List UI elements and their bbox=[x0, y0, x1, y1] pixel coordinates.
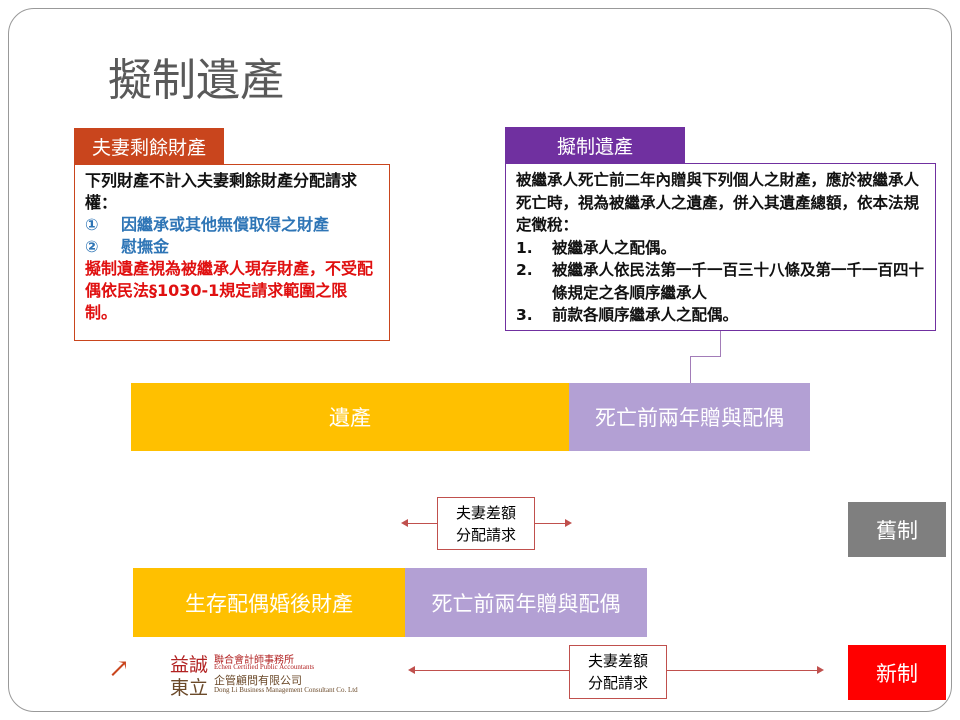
spouse-property-bar: 生存配偶婚後財產 bbox=[133, 568, 405, 637]
gift-spouse-bar: 死亡前兩年贈與配偶 bbox=[405, 568, 647, 637]
logo-text: 企管顧問有限公司 bbox=[214, 674, 302, 687]
right-intro: 被繼承人死亡前二年內贈與下列個人之財產，應於被繼承人死亡時，視為被繼承人之遺產，… bbox=[516, 171, 920, 234]
connector-line bbox=[720, 331, 721, 357]
logo-text: 聯合會計師事務所 bbox=[214, 655, 294, 666]
company-logo: ↗ 益誠 東立 聯合會計師事務所 Echen Certified Public … bbox=[106, 648, 396, 699]
logo-name: 益誠 bbox=[170, 654, 209, 676]
item-mark: 3. bbox=[516, 306, 533, 324]
gift-spouse-bar: 死亡前兩年贈與配偶 bbox=[569, 383, 810, 451]
logo-text: Echen Certified Public Accountants bbox=[214, 663, 315, 671]
right-box: 被繼承人死亡前二年內贈與下列個人之財產，應於被繼承人死亡時，視為被繼承人之遺產，… bbox=[505, 163, 936, 331]
new-system-tag: 新制 bbox=[848, 645, 946, 700]
note-line: 夫妻差額 bbox=[587, 652, 648, 670]
list-item: 慰撫金 bbox=[121, 237, 170, 256]
note-line: 分配請求 bbox=[455, 525, 516, 544]
right-box-header: 擬制遺產 bbox=[505, 127, 685, 163]
left-box-header: 夫妻剩餘財產 bbox=[74, 128, 224, 164]
item-mark: ② bbox=[85, 237, 99, 256]
old-system-tag: 舊制 bbox=[848, 502, 946, 557]
list-item: 前款各順序繼承人之配偶。 bbox=[552, 306, 739, 324]
note-line: 夫妻差額 bbox=[455, 503, 516, 522]
connector-line bbox=[690, 356, 721, 357]
logo-text: Dong Li Business Management Consultant C… bbox=[214, 686, 358, 694]
page-title: 擬制遺產 bbox=[108, 55, 284, 106]
item-mark: 1. bbox=[516, 238, 533, 257]
claim-note: 夫妻差額分配請求 bbox=[569, 645, 667, 699]
item-mark: ① bbox=[85, 215, 99, 234]
list-item: 被繼承人依民法第一千一百三十八條及第一千一百四十條規定之各順序繼承人 bbox=[552, 261, 925, 302]
item-mark: 2. bbox=[516, 261, 533, 279]
list-item: 因繼承或其他無償取得之財產 bbox=[121, 215, 330, 234]
logo-name: 東立 bbox=[170, 677, 209, 699]
list-item: 被繼承人之配偶。 bbox=[552, 238, 677, 257]
estate-bar: 遺產 bbox=[131, 383, 569, 451]
left-intro: 下列財產不計入夫妻剩餘財產分配請求權： bbox=[85, 171, 358, 212]
slide-frame bbox=[8, 8, 952, 712]
logo-mark-icon: ↗ bbox=[108, 654, 130, 684]
connector-line bbox=[690, 356, 691, 383]
note-line: 分配請求 bbox=[587, 674, 648, 692]
claim-note: 夫妻差額分配請求 bbox=[437, 497, 535, 550]
left-note: 擬制遺產視為被繼承人現存財產，不受配偶依民法§1030-1規定請求範圍之限制。 bbox=[85, 259, 374, 322]
